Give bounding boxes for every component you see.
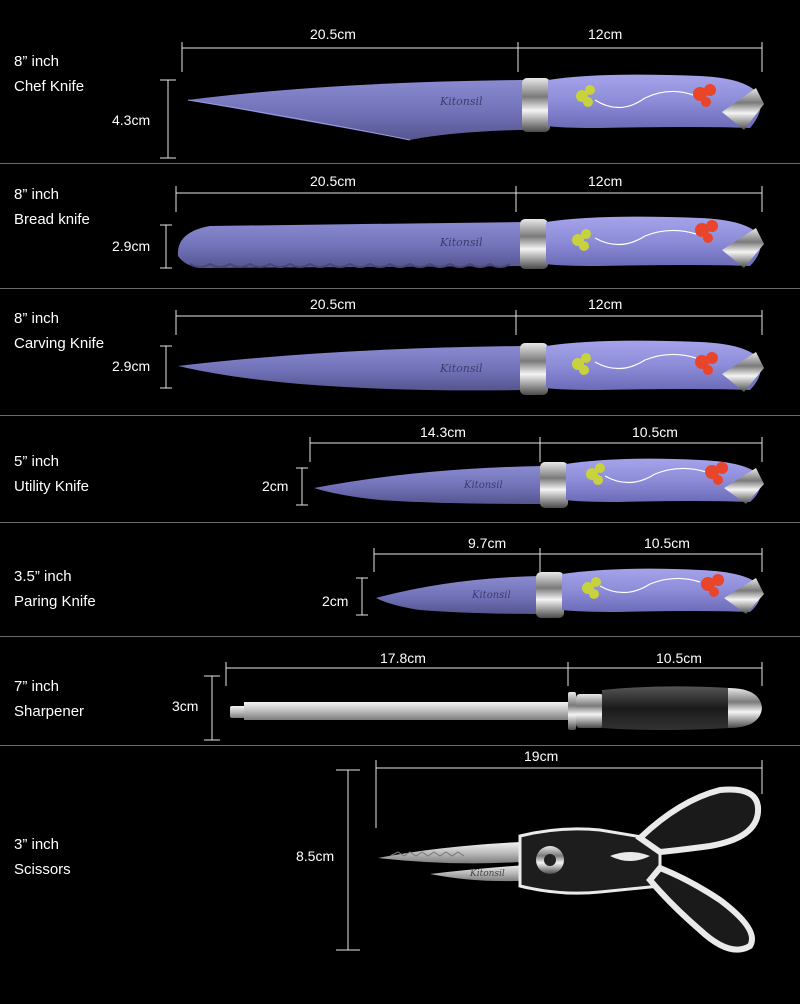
utility-knife-size: 5” inch (14, 453, 60, 470)
chef-blade-length: 20.5cm (310, 26, 356, 42)
row-separator (0, 522, 800, 523)
paring-handle-length: 10.5cm (644, 535, 690, 551)
bread-blade-length: 20.5cm (310, 173, 356, 189)
paring-height: 2cm (322, 593, 349, 609)
utility-knife-image: Kitonsil (314, 458, 764, 508)
chef-knife-label: 8” inch Chef Knife (14, 49, 84, 99)
scissors-size: 3” inch (14, 836, 60, 853)
chef-knife-name: Chef Knife (14, 78, 85, 95)
carving-height: 2.9cm (112, 358, 151, 374)
row-separator (0, 288, 800, 289)
utility-knife-label: 5” inch Utility Knife (14, 449, 89, 499)
brand-logo-icon: Kitonsil (439, 95, 483, 108)
paring-blade-length: 9.7cm (468, 535, 507, 551)
carving-handle-length: 12cm (588, 296, 623, 312)
paring-knife-image: Kitonsil (376, 568, 764, 618)
brand-logo-icon: Kitonsil (469, 869, 505, 879)
sharpener-image (230, 686, 762, 730)
bread-knife-size: 8” inch (14, 186, 60, 203)
brand-logo-icon: Kitonsil (471, 590, 511, 601)
brand-logo-icon: Kitonsil (439, 236, 483, 249)
chef-knife-image: Kitonsil (187, 74, 764, 141)
paring-knife-name: Paring Knife (14, 593, 96, 610)
sharpener-size: 7” inch (14, 678, 60, 695)
carving-knife-name: Carving Knife (14, 335, 105, 352)
chef-handle-length: 12cm (588, 26, 623, 42)
sharpener-rod-length: 17.8cm (380, 650, 426, 666)
row-separator (0, 745, 800, 746)
chef-knife-size: 8” inch (14, 53, 60, 70)
bread-knife-image: Kitonsil (177, 216, 764, 269)
carving-knife-size: 8” inch (14, 310, 60, 327)
carving-knife-label: 8” inch Carving Knife (14, 306, 104, 356)
paring-knife-label: 3.5” inch Paring Knife (14, 564, 96, 614)
scissors-label: 3” inch Scissors (14, 832, 71, 882)
scissors-length: 19cm (524, 748, 559, 764)
sharpener-handle-length: 10.5cm (656, 650, 702, 666)
utility-blade-length: 14.3cm (420, 424, 466, 440)
brand-logo-icon: Kitonsil (439, 362, 483, 375)
carving-knife-image: Kitonsil (178, 340, 764, 395)
scissors-height: 8.5cm (296, 848, 335, 864)
bread-knife-label: 8” inch Bread knife (14, 182, 90, 232)
brand-logo-icon: Kitonsil (463, 480, 503, 491)
sharpener-height: 3cm (172, 698, 199, 714)
scissors-name: Scissors (14, 861, 71, 878)
row-separator (0, 415, 800, 416)
sharpener-label: 7” inch Sharpener (14, 674, 84, 724)
row-separator (0, 636, 800, 637)
dimension-lines (160, 42, 763, 951)
paring-knife-size: 3.5” inch (14, 568, 72, 585)
row-separator (0, 163, 800, 164)
bread-knife-name: Bread knife (14, 211, 90, 228)
utility-handle-length: 10.5cm (632, 424, 678, 440)
utility-height: 2cm (262, 478, 289, 494)
carving-blade-length: 20.5cm (310, 296, 356, 312)
bread-height: 2.9cm (112, 238, 151, 254)
sharpener-name: Sharpener (14, 703, 85, 720)
chef-height: 4.3cm (112, 112, 151, 128)
scissors-image: Kitonsil (378, 786, 762, 953)
bread-handle-length: 12cm (588, 173, 623, 189)
utility-knife-name: Utility Knife (14, 478, 90, 495)
